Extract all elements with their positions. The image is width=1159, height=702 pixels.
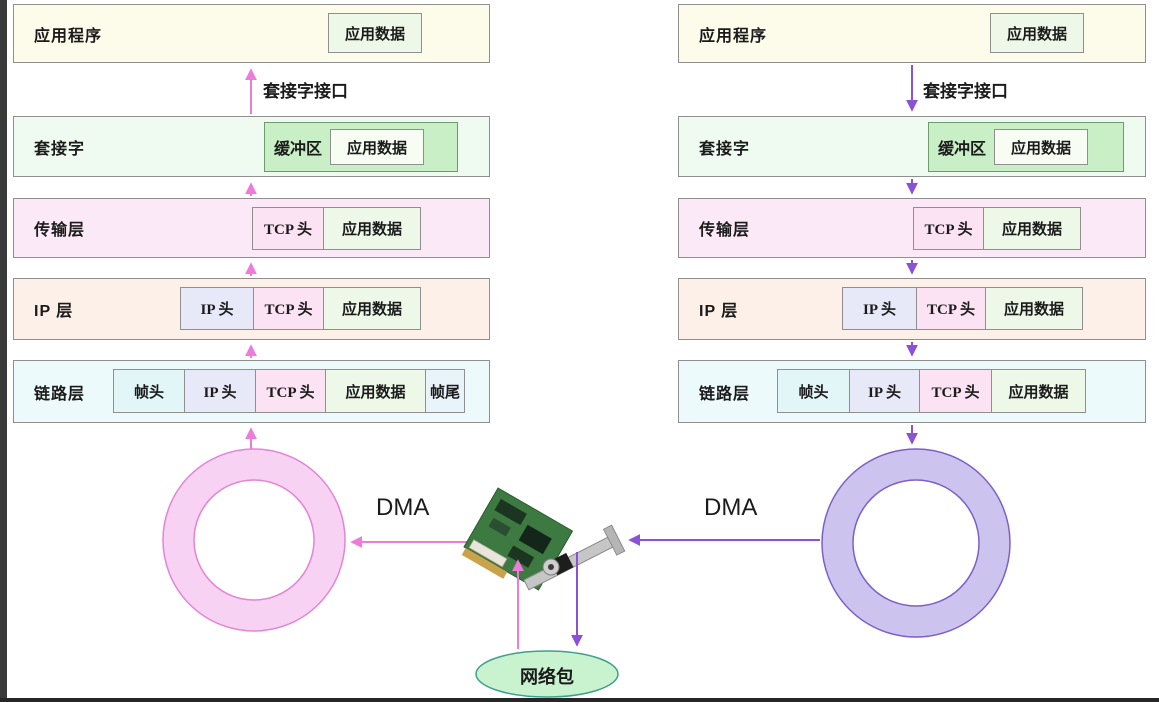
cell-ip-header: IP 头: [849, 370, 919, 412]
cell-tcp-header: TCP 头: [919, 370, 991, 412]
cell-app-data: 应用数据: [985, 288, 1082, 329]
ring-buffer-send: [821, 448, 1011, 638]
network-packet-label: 网络包: [520, 667, 574, 687]
socket-buffer-left: 缓冲区 应用数据: [264, 122, 458, 172]
packet-link-right: 帧头 IP 头 TCP 头 应用数据: [777, 369, 1086, 413]
cell-app-data: 应用数据: [983, 208, 1080, 249]
packet-ip-left: IP 头 TCP 头 应用数据: [180, 287, 421, 330]
layer-label-transport-left: 传输层: [34, 222, 86, 239]
packet-link-left: 帧头 IP 头 TCP 头 应用数据 帧尾: [113, 369, 465, 413]
cell-app-data-right-app: 应用数据: [990, 13, 1084, 53]
layer-label-link-right: 链路层: [699, 385, 751, 403]
cell-app-data: 应用数据: [991, 370, 1085, 412]
cell-frame-header: 帧头: [778, 370, 849, 412]
dma-label-right: DMA: [704, 494, 758, 521]
cell-tcp-header: TCP 头: [253, 208, 323, 249]
socket-buffer-right: 缓冲区 应用数据: [928, 122, 1124, 172]
cell-tcp-header: TCP 头: [914, 208, 983, 249]
cell-app-data-right-socket: 应用数据: [994, 129, 1089, 165]
socket-interface-label-right: 套接字接口: [923, 82, 1008, 101]
cell-app-data-left-app: 应用数据: [328, 13, 422, 53]
cell-tcp-header: TCP 头: [255, 370, 325, 412]
packet-transport-left: TCP 头 应用数据: [252, 207, 421, 250]
packet-ip-right: IP 头 TCP 头 应用数据: [842, 287, 1083, 330]
cell-ip-header: IP 头: [184, 370, 255, 412]
ring-buffer-receive: [162, 448, 346, 632]
cell-app-data: 应用数据: [323, 288, 420, 329]
layer-label-socket-right: 套接字: [699, 140, 751, 158]
cell-ip-header: IP 头: [843, 288, 916, 329]
cell-app-data: 应用数据: [325, 370, 425, 412]
cell-tcp-header: TCP 头: [916, 288, 985, 329]
dma-label-left: DMA: [376, 494, 430, 521]
window-edge-left: [0, 0, 7, 702]
cell-app-data-left-socket: 应用数据: [330, 129, 425, 165]
layer-label-link-left: 链路层: [34, 385, 86, 403]
buffer-label-left: 缓冲区: [274, 141, 323, 158]
cell-app-data: 应用数据: [323, 208, 420, 249]
cell-frame-header: 帧头: [114, 370, 184, 412]
layer-label-ip-right: IP 层: [699, 303, 739, 320]
network-card-illustration: [461, 487, 626, 591]
socket-interface-label-left: 套接字接口: [263, 82, 348, 101]
packet-transport-right: TCP 头 应用数据: [913, 207, 1081, 250]
cell-frame-trailer: 帧尾: [425, 370, 464, 412]
cell-tcp-header: TCP 头: [253, 288, 323, 329]
layer-label-socket-left: 套接字: [34, 140, 86, 158]
window-edge-bottom: [0, 698, 1159, 702]
layer-label-ip-left: IP 层: [34, 303, 74, 320]
buffer-label-right: 缓冲区: [938, 141, 987, 158]
cell-ip-header: IP 头: [181, 288, 253, 329]
layer-label-transport-right: 传输层: [699, 222, 751, 239]
layer-label-application-left: 应用程序: [34, 27, 103, 45]
layer-label-application-right: 应用程序: [699, 27, 768, 45]
